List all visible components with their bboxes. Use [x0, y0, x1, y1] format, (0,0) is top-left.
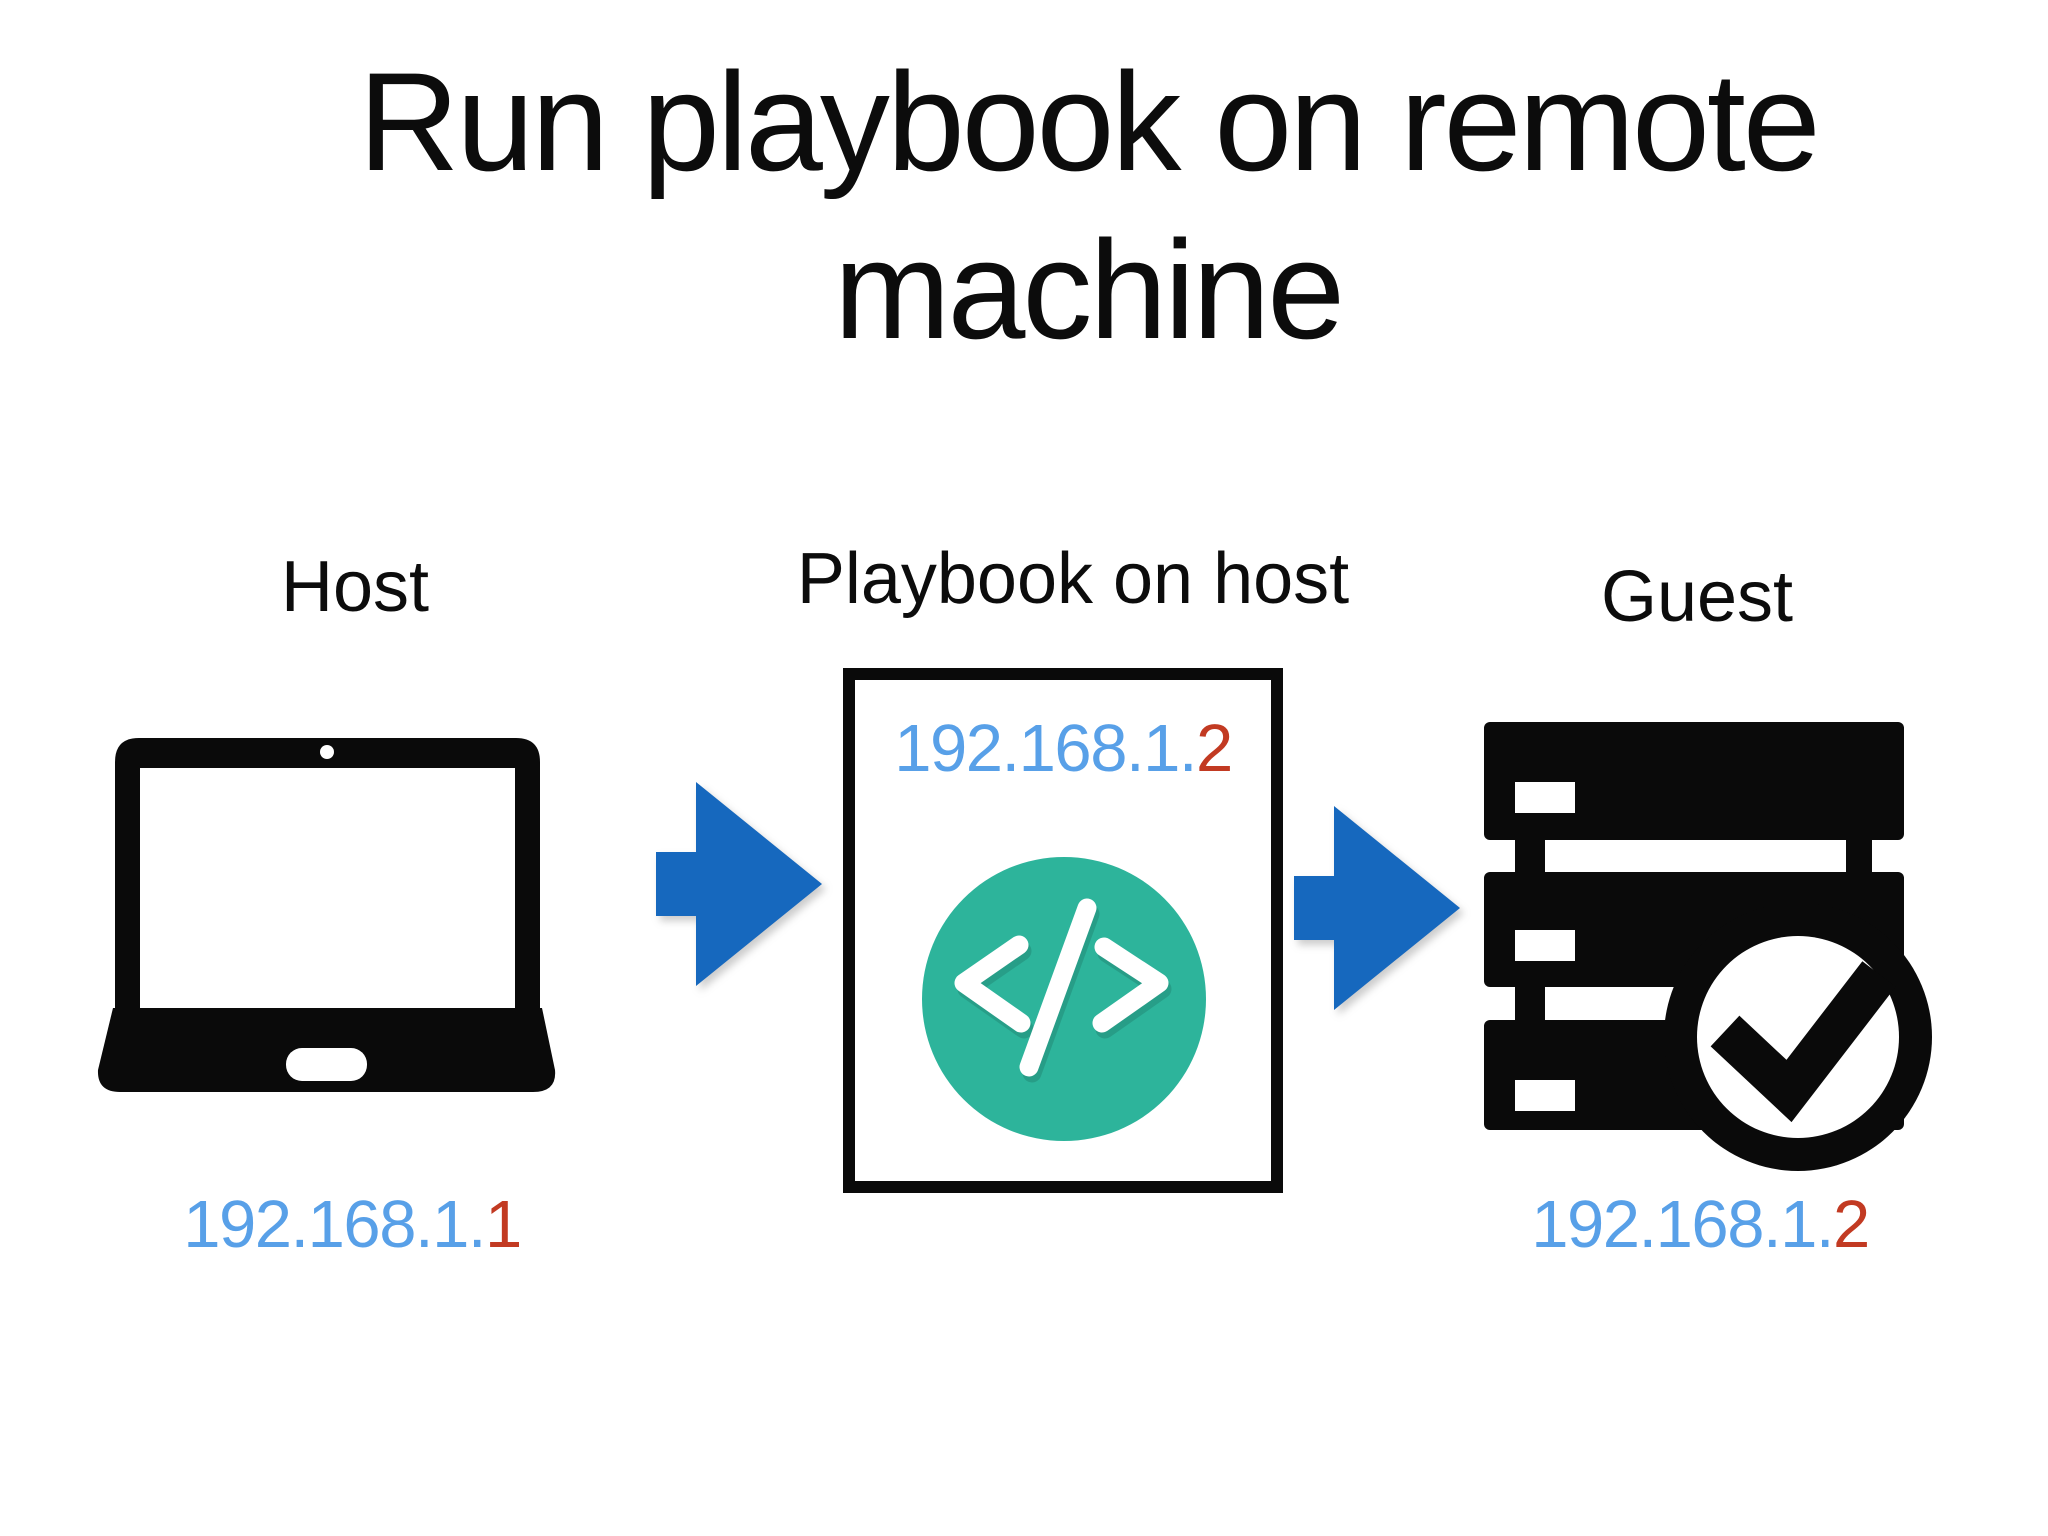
host-label: Host: [280, 547, 430, 627]
check-icon: [1710, 961, 1896, 1123]
ip-prefix: 192.168.1.: [1531, 1187, 1834, 1262]
ip-last-octet: 2: [1195, 711, 1233, 786]
host-ip: 192.168.1.1: [183, 1186, 522, 1263]
playbook-label: Playbook on host: [796, 539, 1350, 619]
right-angle-glyph: [1092, 937, 1169, 1033]
webcam-dot: [320, 745, 334, 759]
trackpad-notch: [286, 1048, 367, 1081]
guest-ip: 192.168.1.2: [1531, 1186, 1870, 1263]
ip-last-octet: 1: [484, 1187, 522, 1262]
arrow-right-icon: [1294, 806, 1460, 1010]
page-title: Run playbook on remote machine: [358, 43, 1820, 368]
guest-label: Guest: [1600, 557, 1794, 637]
playbook-ip: 192.168.1.2: [894, 710, 1233, 787]
ip-prefix: 192.168.1.: [183, 1187, 486, 1262]
ip-prefix: 192.168.1.: [894, 711, 1197, 786]
laptop-icon: [97, 738, 556, 1092]
server-slots: [1515, 782, 1575, 1111]
arrow-right-icon: [656, 782, 822, 986]
left-angle-glyph: [954, 935, 1031, 1033]
check-badge-icon: [1664, 903, 1932, 1171]
slash-glyph: [1019, 898, 1097, 1077]
server-check-icon: [1484, 722, 1932, 1171]
code-circle-icon: [922, 857, 1206, 1141]
ip-last-octet: 2: [1832, 1187, 1870, 1262]
